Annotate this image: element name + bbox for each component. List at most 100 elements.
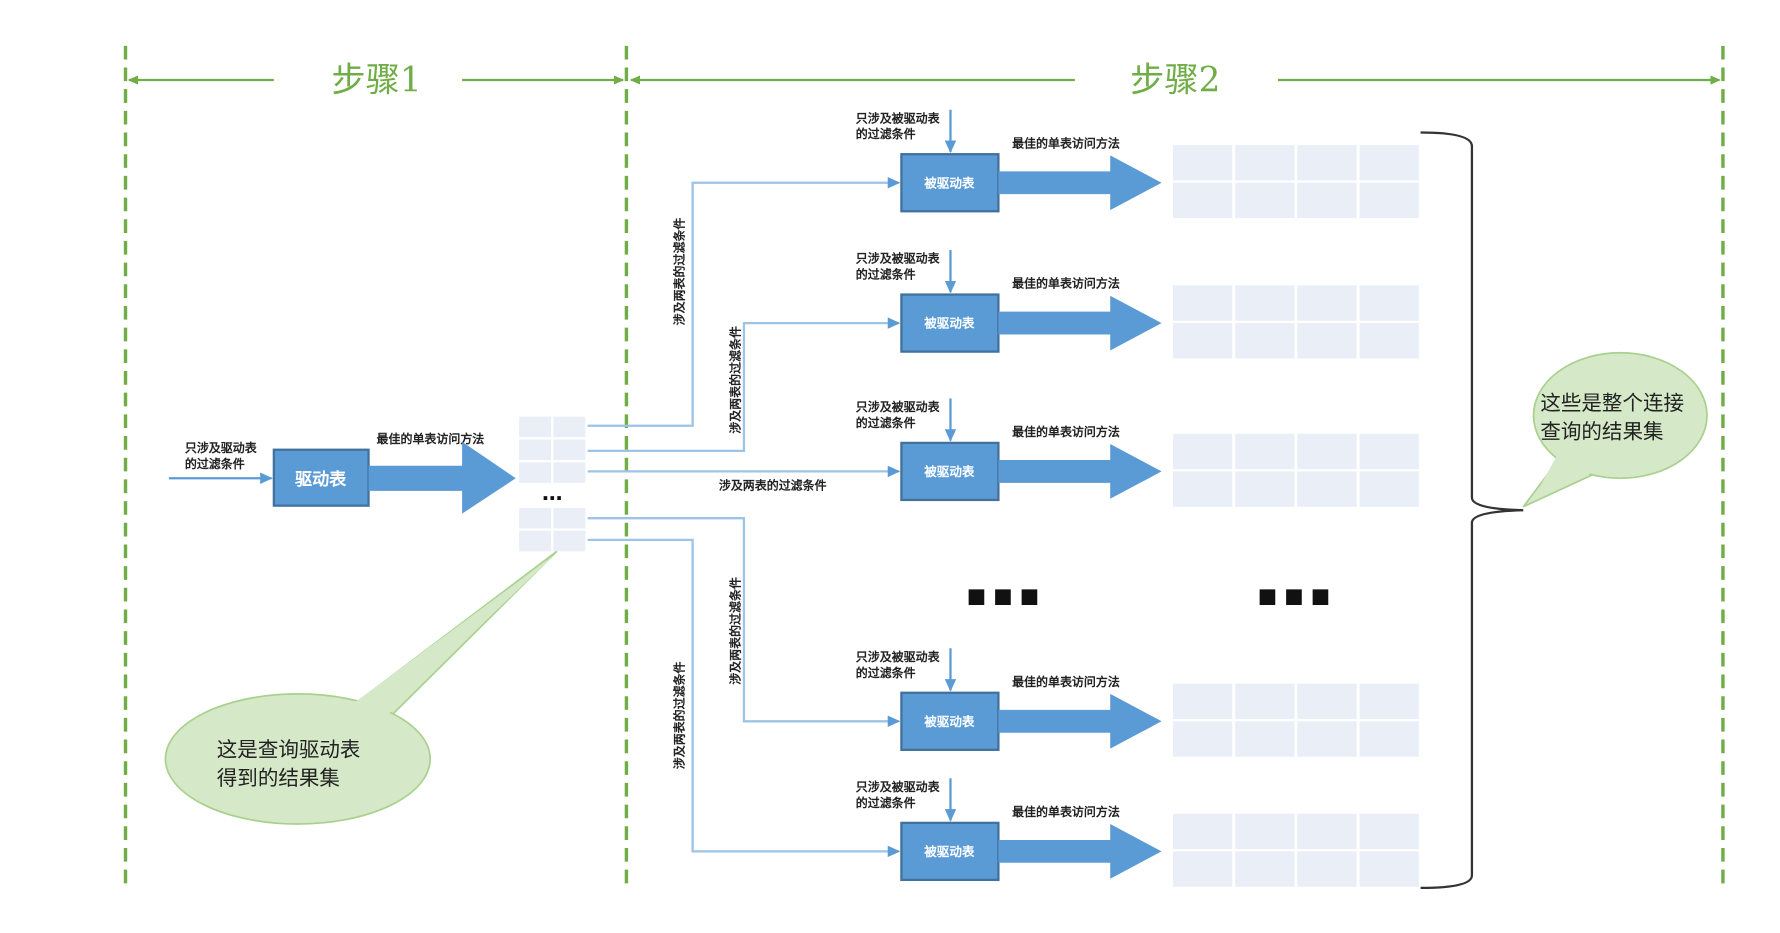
- driven-filter-label-line2: 的过滤条件: [856, 665, 916, 680]
- driving-result-callout: 这是查询驱动表 得到的结果集: [164, 550, 558, 825]
- result-cell: [519, 462, 552, 483]
- driven-filter-label-line1: 只涉及被驱动表: [856, 251, 941, 266]
- result-cell: [1235, 471, 1295, 507]
- result-cell: [1235, 323, 1295, 359]
- driven-table-rows: 只涉及被驱动表的过滤条件被驱动表最佳的单表访问方法只涉及被驱动表的过滤条件被驱动…: [856, 109, 1419, 887]
- driven-table-label: 被驱动表: [924, 175, 975, 190]
- driven-filter-label-line2: 的过滤条件: [856, 795, 916, 810]
- driven-filter-label-line1: 只涉及被驱动表: [856, 779, 941, 794]
- result-cell: [553, 462, 586, 483]
- result-cell: [1359, 182, 1419, 219]
- driven-table-label: 被驱动表: [924, 464, 975, 479]
- result-cell: [1235, 721, 1295, 757]
- result-cell: [1359, 471, 1419, 507]
- result-cell: [1359, 851, 1419, 887]
- step2-label: 步骤2: [1130, 60, 1220, 100]
- join-connector-5: [587, 538, 901, 858]
- result-cell: [1172, 323, 1233, 359]
- result-cell: [1359, 323, 1419, 359]
- result-cell: [1172, 851, 1233, 887]
- driven-result-set: [1172, 813, 1419, 887]
- result-cell: [1235, 683, 1295, 720]
- result-cell: [1359, 145, 1419, 181]
- join-condition-label-5: 涉及两表的过滤条件: [671, 661, 686, 769]
- join-result-callout: 这些是整个连接 查询的结果集: [1522, 351, 1708, 508]
- driving-access-arrow: [368, 441, 516, 514]
- driven-result-set: [1172, 683, 1419, 757]
- driven-filter-label-line1: 只涉及被驱动表: [856, 110, 941, 125]
- driven-table-box: [900, 293, 1000, 353]
- result-cell: [1297, 323, 1357, 359]
- driven-filter-label-line1: 只涉及被驱动表: [856, 649, 941, 664]
- result-cell: [1297, 433, 1357, 470]
- result-brace: [1420, 131, 1524, 890]
- driven-table-box: [900, 691, 1000, 751]
- result-cell: [1235, 813, 1295, 850]
- driven-table-label: 被驱动表: [924, 316, 975, 331]
- result-cell: [1297, 721, 1357, 757]
- driven-filter-label-line1: 只涉及被驱动表: [856, 399, 941, 414]
- driven-table-box: [900, 153, 1000, 213]
- result-cell: [1359, 683, 1419, 720]
- join-result-callout-line2: 查询的结果集: [1540, 419, 1663, 443]
- driven-access-arrow: [998, 823, 1162, 879]
- driven-access-label: 最佳的单表访问方法: [1012, 674, 1120, 689]
- driven-filter-label-line2: 的过滤条件: [856, 415, 916, 430]
- driven-access-label: 最佳的单表访问方法: [1012, 276, 1120, 291]
- result-cell: [1172, 433, 1233, 470]
- join-result-callout-line1: 这些是整个连接: [1540, 391, 1684, 415]
- driven-access-arrow: [998, 444, 1162, 499]
- step1-label: 步骤1: [331, 60, 421, 100]
- driving-table-box: [272, 448, 370, 507]
- result-cell: [1297, 471, 1357, 507]
- driven-table-label: 被驱动表: [924, 714, 975, 729]
- driven-filter-label-line2: 的过滤条件: [856, 267, 916, 282]
- driving-result-callout-line2: 得到的结果集: [217, 766, 340, 790]
- result-cell: [519, 416, 552, 438]
- join-condition-label-1: 涉及两表的过滤条件: [671, 218, 686, 326]
- driven-access-label: 最佳的单表访问方法: [1012, 804, 1120, 819]
- result-cell: [1172, 721, 1233, 757]
- join-condition-label-4: 涉及两表的过滤条件: [727, 577, 742, 685]
- driven-result-set: [1172, 145, 1419, 219]
- result-cell: [1172, 285, 1233, 321]
- result-ellipsis: ■ ■ ■: [1258, 584, 1330, 608]
- driven-result-set: [1172, 285, 1419, 359]
- result-cell: [553, 507, 586, 529]
- driven-access-label: 最佳的单表访问方法: [1012, 135, 1120, 150]
- result-cell: [519, 439, 552, 461]
- result-cell: [1235, 285, 1295, 321]
- driving-access-label: 最佳的单表访问方法: [377, 431, 485, 446]
- driven-access-arrow: [998, 295, 1162, 351]
- driven-result-set: [1172, 433, 1419, 507]
- join-condition-label-3: 涉及两表的过滤条件: [719, 478, 827, 493]
- result-cell: [1359, 285, 1419, 321]
- driving-filter-label-line2: 的过滤条件: [185, 456, 245, 471]
- result-cell: [1297, 813, 1357, 850]
- result-cell: [519, 507, 552, 529]
- result-cell: [519, 530, 552, 552]
- join-connector-1: [587, 177, 901, 427]
- result-cell: [553, 530, 586, 552]
- driven-filter-label-line2: 的过滤条件: [856, 126, 916, 141]
- result-cell: [1235, 433, 1295, 470]
- result-cell: [553, 439, 586, 461]
- result-cell: [1172, 683, 1233, 720]
- result-cell: [1235, 145, 1295, 181]
- driven-table-box: [900, 821, 1000, 882]
- driving-result-ellipsis: …: [542, 481, 563, 505]
- result-cell: [1235, 851, 1295, 887]
- driven-table-label: 被驱动表: [924, 844, 975, 859]
- result-cell: [1297, 145, 1357, 181]
- result-cell: [1172, 182, 1233, 219]
- result-cell: [1172, 813, 1233, 850]
- result-cell: [1297, 285, 1357, 321]
- join-connector-2: [587, 317, 901, 453]
